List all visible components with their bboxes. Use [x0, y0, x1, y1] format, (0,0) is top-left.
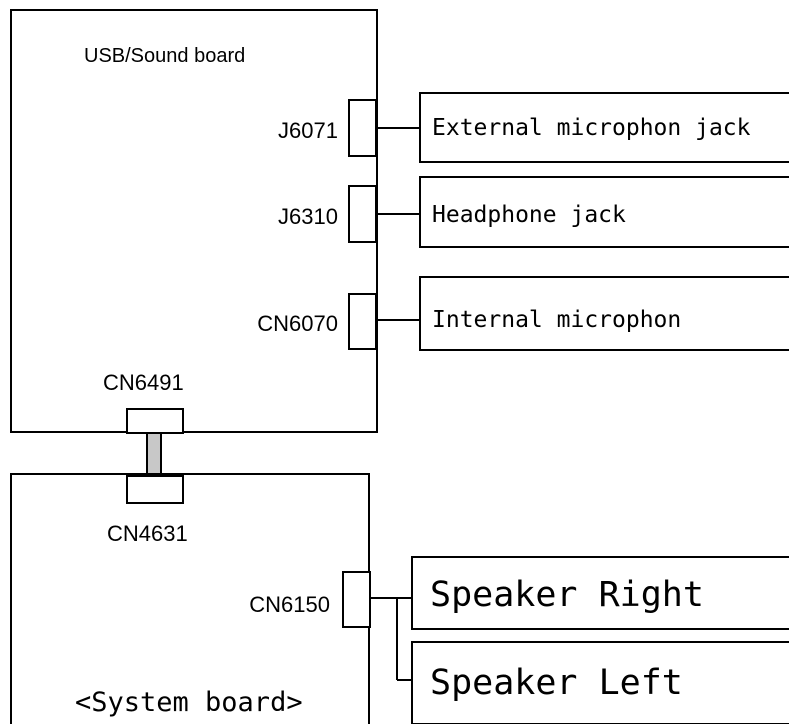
- connector-cn4631: [126, 475, 184, 504]
- device-label-external-microphone-jack: External microphon jack: [432, 115, 751, 141]
- connector-label-j6310: J6310: [278, 204, 338, 229]
- connector-label-cn6491: CN6491: [103, 370, 184, 395]
- system-board-title: <System board>: [75, 687, 303, 718]
- connector-j6071: [348, 99, 377, 157]
- device-box-external-microphone-jack: [419, 92, 789, 163]
- device-label-headphone-jack: Headphone jack: [432, 202, 626, 228]
- connector-cn6070: [348, 293, 377, 350]
- connector-label-cn4631: CN4631: [107, 521, 188, 546]
- connector-label-j6071: J6071: [278, 118, 338, 143]
- device-box-internal-microphone: [419, 276, 789, 351]
- connector-cn6150: [342, 571, 371, 628]
- connector-label-cn6070: CN6070: [257, 311, 338, 336]
- device-label-speaker-right: Speaker Right: [430, 575, 704, 615]
- device-label-internal-microphone: Internal microphon: [432, 307, 681, 333]
- connector-label-cn6150: CN6150: [249, 592, 330, 617]
- board-link-cable: [146, 432, 162, 477]
- device-label-speaker-left: Speaker Left: [430, 663, 683, 703]
- device-box-headphone-jack: [419, 176, 789, 248]
- connector-j6310: [348, 185, 377, 243]
- device-box-speaker-right: [411, 556, 789, 630]
- device-box-speaker-left: [411, 641, 789, 724]
- usb-board-title: USB/Sound board: [84, 45, 245, 67]
- connector-cn6491: [126, 408, 184, 434]
